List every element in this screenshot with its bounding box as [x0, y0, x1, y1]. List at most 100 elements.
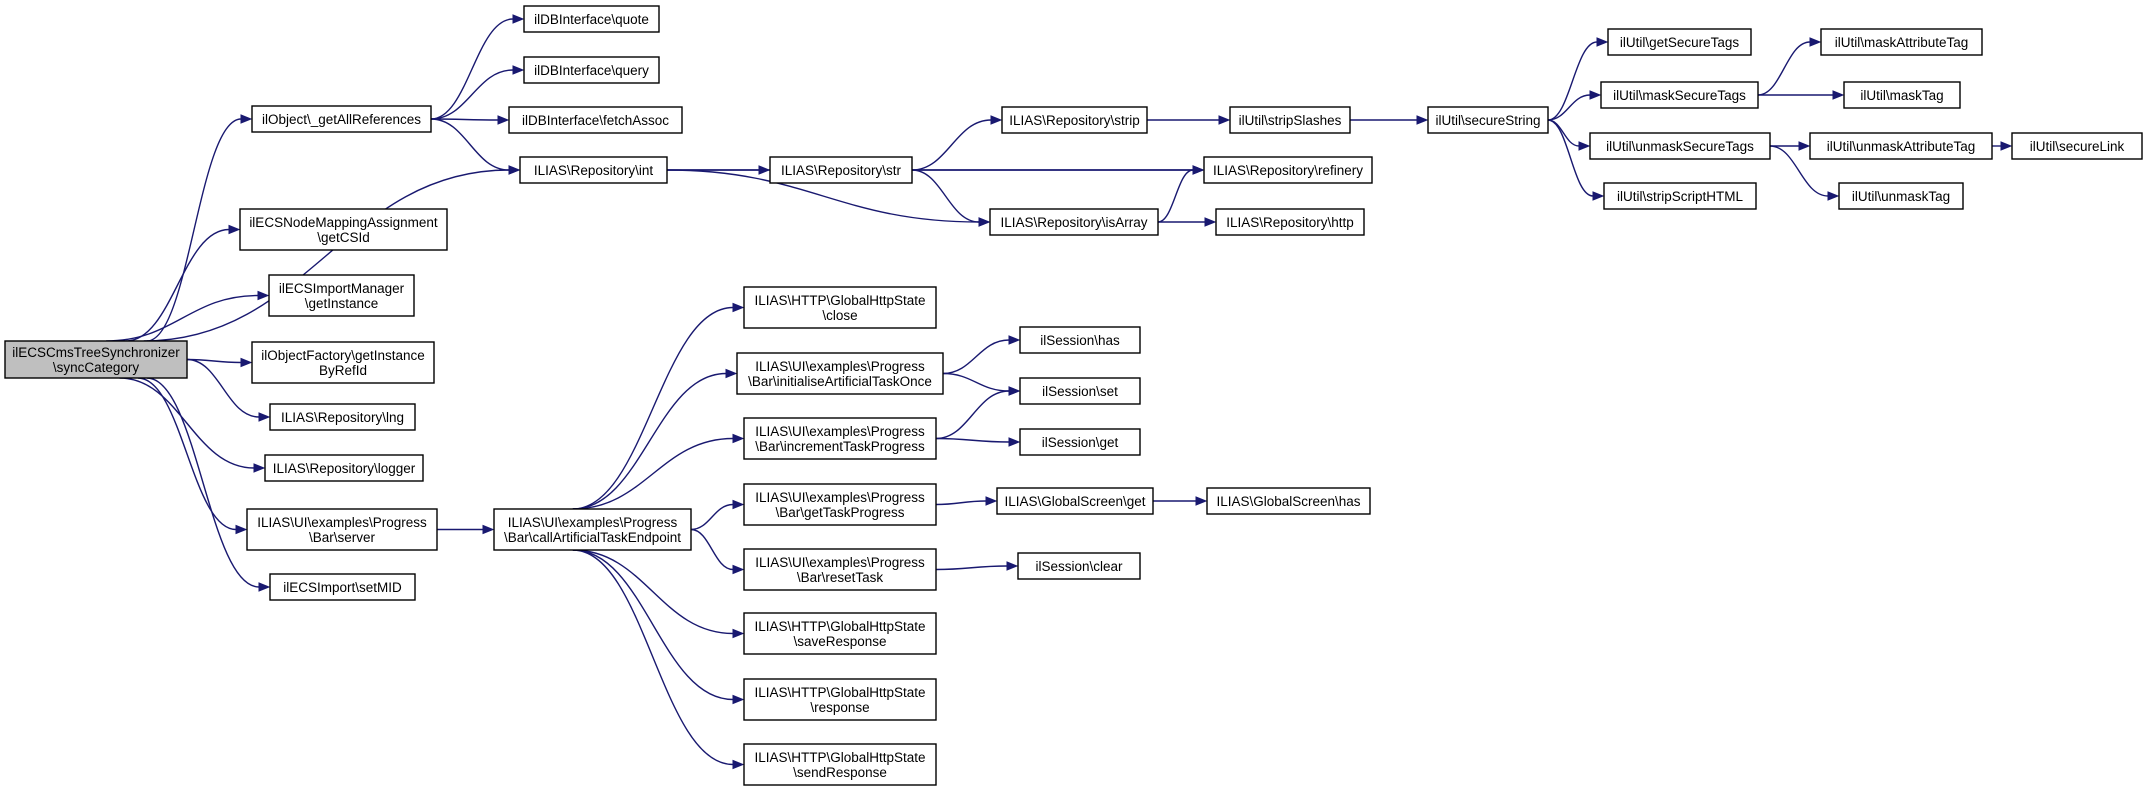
- edge-root-to-get-csid: [125, 224, 241, 342]
- edge-arrowhead: [1008, 335, 1021, 345]
- node-gs-has[interactable]: ILIAS\GlobalScreen\has: [1206, 487, 1371, 515]
- node-box: [269, 573, 416, 601]
- edge-arrowhead: [732, 564, 745, 575]
- edge-arrowhead: [228, 224, 241, 235]
- node-get-secure-tags[interactable]: ilUtil\getSecureTags: [1607, 28, 1752, 56]
- node-query[interactable]: ilDBInterface\query: [523, 56, 660, 84]
- edge-arrowhead: [1204, 217, 1217, 227]
- node-unmask-attribute-tag[interactable]: ilUtil\unmaskAttributeTag: [1809, 132, 1993, 160]
- edge-line: [690, 528, 734, 571]
- node-label: \getCSId: [317, 230, 370, 245]
- node-box: [251, 105, 432, 133]
- edge-arrowhead: [732, 499, 745, 510]
- edge-arrowhead: [258, 412, 271, 422]
- node-box: [1206, 487, 1371, 515]
- node-box: [1229, 106, 1351, 134]
- edge-line: [430, 69, 514, 120]
- node-gs-get[interactable]: ILIAS\GlobalScreen\get: [996, 487, 1154, 515]
- edge-get-all-refs-to-repo-int: [430, 118, 521, 175]
- node-mask-attribute-tag[interactable]: ilUtil\maskAttributeTag: [1820, 28, 1983, 56]
- edge-arrowhead: [253, 463, 266, 473]
- node-strip-script-html[interactable]: ilUtil\stripScriptHTML: [1603, 182, 1757, 210]
- node-repo-strip[interactable]: ILIAS\Repository\strip: [1001, 106, 1148, 134]
- edge-line: [430, 18, 514, 120]
- node-get-all-refs[interactable]: ilObject\_getAllReferences: [251, 105, 432, 133]
- node-box: [264, 454, 424, 482]
- node-label: ILIAS\GlobalScreen\has: [1216, 494, 1360, 509]
- edge-arrowhead: [990, 115, 1003, 125]
- node-label: ILIAS\UI\examples\Progress: [755, 555, 925, 570]
- edge-line: [430, 118, 510, 171]
- node-box: [743, 678, 937, 721]
- node-box: [1019, 326, 1141, 354]
- node-sess-clear[interactable]: ilSession\clear: [1017, 552, 1141, 580]
- node-init-task[interactable]: ILIAS\UI\examples\Progress\Bar\initialis…: [736, 352, 944, 395]
- edge-arrowhead: [512, 14, 525, 24]
- node-get-task-prog[interactable]: ILIAS\UI\examples\Progress\Bar\getTaskPr…: [743, 483, 937, 526]
- edge-root-to-obj-factory: [186, 357, 253, 368]
- node-ecs-import-mgr[interactable]: ilECSImportManager\getInstance: [268, 274, 415, 317]
- node-call-endpoint[interactable]: ILIAS\UI\examples\Progress\Bar\callArtif…: [493, 508, 692, 551]
- node-reset-task[interactable]: ILIAS\UI\examples\Progress\Bar\resetTask: [743, 548, 937, 591]
- edge-get-all-refs-to-quote: [430, 14, 525, 120]
- node-http[interactable]: ILIAS\Repository\http: [1215, 208, 1365, 236]
- node-mask-tag[interactable]: ilUtil\maskTag: [1843, 81, 1961, 109]
- node-strip-slashes[interactable]: ilUtil\stripSlashes: [1229, 106, 1351, 134]
- edge-get-task-prog-to-gs-get: [935, 496, 998, 506]
- node-is-array[interactable]: ILIAS\Repository\isArray: [989, 208, 1159, 236]
- node-resp[interactable]: ILIAS\HTTP\GlobalHttpState\response: [743, 678, 937, 721]
- node-fetch-assoc[interactable]: ilDBInterface\fetchAssoc: [508, 106, 683, 134]
- node-ghs-close[interactable]: ILIAS\HTTP\GlobalHttpState\close: [743, 286, 937, 329]
- node-repo-int[interactable]: ILIAS\Repository\int: [519, 156, 668, 184]
- node-label: ILIAS\Repository\str: [781, 163, 902, 178]
- node-label: ilUtil\maskAttributeTag: [1835, 35, 1969, 50]
- node-get-csid[interactable]: ilECSNodeMappingAssignment\getCSId: [239, 208, 448, 251]
- edge-line: [106, 294, 259, 342]
- node-sess-has[interactable]: ilSession\has: [1019, 326, 1141, 354]
- edge-line: [572, 306, 734, 510]
- node-label: ILIAS\UI\examples\Progress: [257, 515, 427, 530]
- node-box: [1838, 182, 1964, 210]
- node-save-resp[interactable]: ILIAS\HTTP\GlobalHttpState\saveResponse: [743, 612, 937, 655]
- edge-pb-server-to-call-endpoint: [437, 524, 495, 535]
- node-box: [1603, 182, 1757, 210]
- node-label: ilUtil\maskTag: [1860, 88, 1943, 103]
- node-inc-task[interactable]: ILIAS\UI\examples\Progress\Bar\increment…: [743, 417, 937, 460]
- node-pb-server[interactable]: ILIAS\UI\examples\Progress\Bar\server: [246, 508, 438, 551]
- node-label: ByRefId: [319, 363, 367, 378]
- node-unmask-tag[interactable]: ilUtil\unmaskTag: [1838, 182, 1964, 210]
- node-logger[interactable]: ILIAS\Repository\logger: [264, 454, 424, 482]
- edge-line: [942, 339, 1010, 375]
- edge-line: [146, 118, 242, 342]
- node-label: ILIAS\HTTP\GlobalHttpState: [754, 619, 925, 634]
- node-label: \saveResponse: [793, 634, 886, 649]
- node-unmask-secure-tags[interactable]: ilUtil\unmaskSecureTags: [1589, 132, 1771, 160]
- node-label: ILIAS\UI\examples\Progress: [755, 359, 925, 374]
- node-set-mid[interactable]: ilECSImport\setMID: [269, 573, 416, 601]
- node-sess-get[interactable]: ilSession\get: [1019, 428, 1141, 456]
- node-box: [743, 612, 937, 655]
- node-sess-set[interactable]: ilSession\set: [1019, 377, 1141, 405]
- node-mask-secure-tags[interactable]: ilUtil\maskSecureTags: [1600, 81, 1759, 109]
- node-lng[interactable]: ILIAS\Repository\lng: [269, 403, 416, 431]
- edge-arrowhead: [1578, 141, 1591, 151]
- edge-arrowhead: [1006, 561, 1019, 571]
- node-send-resp[interactable]: ILIAS\HTTP\GlobalHttpState\sendResponse: [743, 743, 937, 786]
- node-quote[interactable]: ilDBInterface\quote: [523, 5, 660, 33]
- edge-line: [1157, 169, 1194, 223]
- node-box: [743, 417, 937, 460]
- node-label: ILIAS\Repository\http: [1226, 215, 1354, 230]
- edge-secure-string-to-unmask-secure-tags: [1547, 119, 1591, 151]
- node-repo-str[interactable]: ILIAS\Repository\str: [769, 156, 913, 184]
- node-refinery[interactable]: ILIAS\Repository\refinery: [1203, 156, 1373, 184]
- node-label: \sendResponse: [793, 765, 887, 780]
- node-secure-link[interactable]: ilUtil\secureLink: [2011, 132, 2143, 160]
- node-box: [996, 487, 1154, 515]
- node-secure-string[interactable]: ilUtil\secureString: [1427, 106, 1549, 134]
- node-label: ILIAS\UI\examples\Progress: [508, 515, 678, 530]
- edge-arrowhead: [257, 290, 270, 301]
- node-box: [493, 508, 692, 551]
- node-root[interactable]: ilECSCmsTreeSynchronizer\syncCategory: [4, 340, 188, 379]
